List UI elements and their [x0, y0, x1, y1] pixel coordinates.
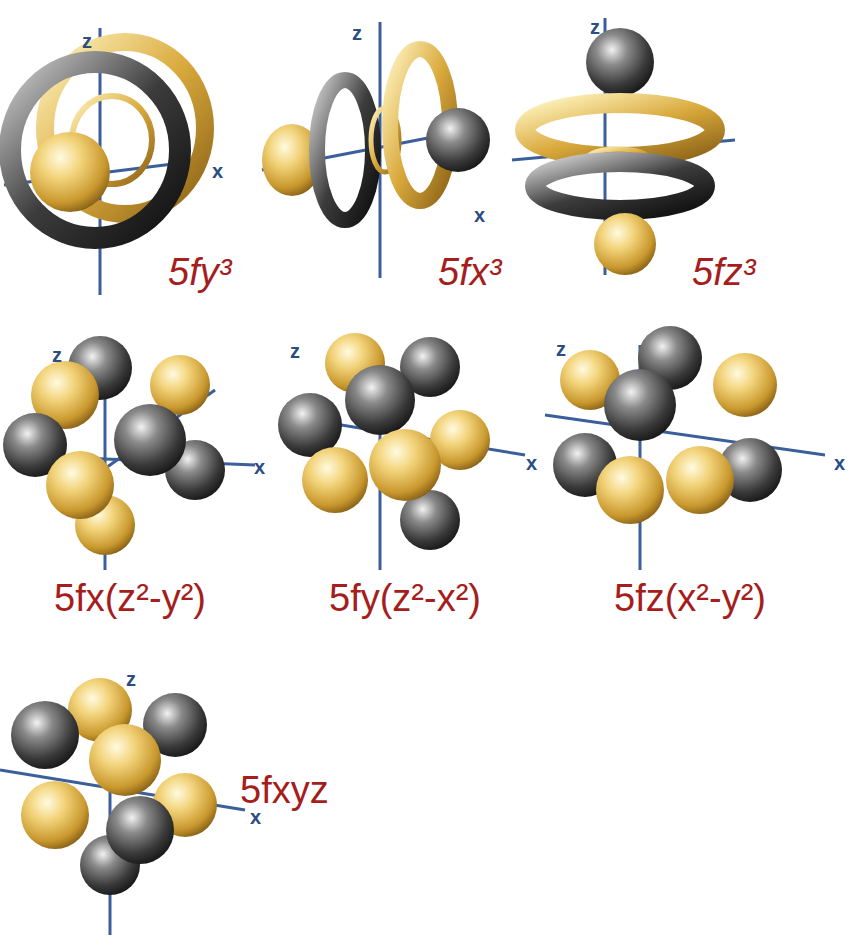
axis-label: z — [556, 338, 566, 360]
orbital-fz-x2-y2 — [545, 326, 825, 570]
orbital-label: 5fz(x²-y²) — [614, 578, 766, 620]
axis-label: x — [526, 452, 537, 474]
axis-label: z — [590, 16, 600, 38]
axis-label: z — [290, 340, 300, 362]
orbital-label: 5fx(z²-y²) — [54, 578, 206, 620]
orbital-fx3 — [262, 22, 490, 278]
axis-label: x — [834, 452, 845, 474]
orbital-label: 5fy³ — [168, 252, 231, 294]
axis-label: z — [82, 30, 92, 52]
axis-label: z — [352, 22, 362, 44]
axis-label: x — [474, 204, 485, 226]
axis-label: z — [52, 344, 62, 366]
axis-label: x — [212, 160, 223, 182]
orbital-fz3 — [512, 18, 735, 275]
axis-label: z — [126, 668, 136, 690]
orbital-fx-z2-y2 — [3, 336, 255, 570]
orbital-fxyz — [0, 678, 245, 935]
orbital-label: 5fz³ — [692, 252, 755, 294]
orbital-label: 5fx³ — [438, 252, 501, 294]
axis-label: x — [254, 456, 265, 478]
orbital-label: 5fxyz — [240, 770, 329, 812]
orbital-label: 5fy(z²-x²) — [329, 578, 481, 620]
orbital-fy-z2-x2 — [278, 333, 525, 570]
